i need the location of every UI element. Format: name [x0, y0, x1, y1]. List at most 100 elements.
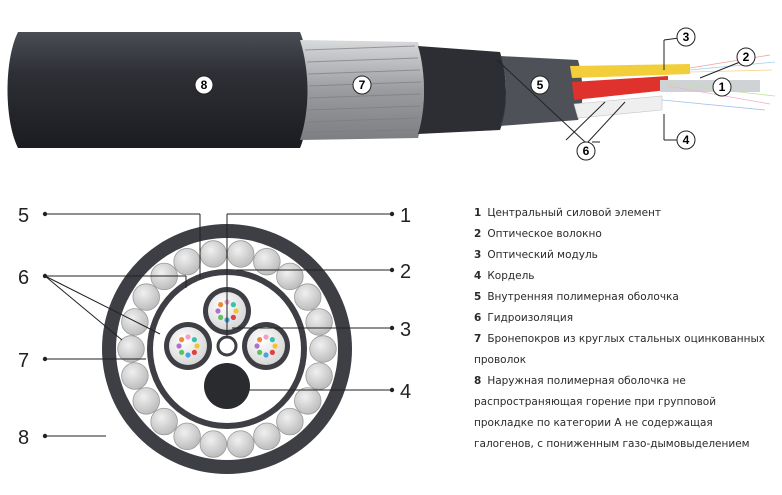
cs-label-2: 2: [400, 261, 411, 283]
fiber: [269, 337, 275, 343]
cs-label-5: 5: [18, 205, 29, 227]
armor-wire: [276, 262, 304, 291]
legend-text: Внутренняя полимерная оболочка: [487, 291, 679, 303]
legend-number: 1: [474, 207, 482, 219]
fiber: [263, 352, 269, 358]
cs-label-1: 1: [400, 205, 411, 227]
legend-text: галогенов, с пониженным газо-дымовыделен…: [474, 438, 750, 450]
fiber: [233, 308, 239, 314]
callout-6-top-label: 6: [583, 144, 590, 158]
armor-wire: [173, 247, 201, 276]
callout-2-top: [736, 47, 756, 67]
legend-text: Бронепокров из круглых стальных оцинкова…: [487, 333, 766, 345]
fiber: [191, 349, 197, 355]
legend-item-4: 4 Кордель: [474, 266, 774, 287]
cable-cross-section: 5 6 7 8 1 2 3 4: [18, 205, 411, 474]
legend-item-8-continued: распространяющая горение при групповой: [474, 392, 774, 413]
callout-3-top-label: 3: [683, 30, 690, 44]
fiber: [179, 349, 185, 355]
cs-cordel: [204, 363, 250, 409]
fiber: [191, 337, 197, 343]
armor-wire: [117, 335, 145, 363]
legend-number: 8: [474, 375, 482, 387]
legend-number: 2: [474, 228, 482, 240]
callout-3-top: [676, 27, 696, 47]
cable-side-view: 8 7 5 6 3 2 1 4: [7, 27, 776, 161]
cs-label-4: 4: [400, 381, 411, 403]
armor-wire: [276, 407, 304, 436]
fiber: [194, 343, 200, 349]
armor-wire: [121, 308, 149, 336]
armor-wire: [121, 362, 149, 390]
yellow-module: [570, 64, 690, 78]
white-module: [573, 95, 663, 119]
fiber: [257, 337, 263, 343]
red-module: [572, 76, 668, 100]
armor-wire: [253, 247, 281, 276]
fiber: [272, 343, 278, 349]
armor-wire: [253, 422, 281, 451]
legend-item-1: 1 Центральный силовой элемент: [474, 203, 774, 224]
fiber: [230, 302, 236, 308]
legend-text: Кордель: [487, 270, 535, 282]
legend-text: Оптическое волокно: [487, 228, 602, 240]
cs-fibers: [176, 299, 278, 358]
legend-item-5: 5 Внутренняя полимерная оболочка: [474, 287, 774, 308]
legend-item-7-continued: проволок: [474, 350, 774, 371]
cs-leader-dots: [42, 211, 395, 439]
fiber: [215, 308, 221, 314]
callout-7-top-label: 7: [359, 78, 366, 92]
legend-number: 4: [474, 270, 482, 282]
callout-8-top-label: 8: [201, 78, 208, 92]
armor-wire: [132, 387, 160, 415]
armor-wire: [309, 335, 337, 363]
legend-text: Гидроизоляция: [487, 312, 574, 324]
cs-label-6: 6: [18, 267, 29, 289]
cs-module-left: [164, 322, 212, 370]
fiber: [263, 334, 269, 340]
fiber: [179, 337, 185, 343]
armor-wire: [132, 283, 160, 311]
callout-4-top: [676, 130, 696, 150]
callout-1-top: [712, 77, 732, 97]
callout-8-top: [194, 75, 214, 95]
armor-wire: [150, 407, 178, 436]
cs-label-8: 8: [18, 427, 29, 449]
cs-label-7: 7: [18, 350, 29, 372]
callout-6-top: [576, 141, 596, 161]
fiber: [218, 314, 224, 320]
cs-label-3: 3: [400, 319, 411, 341]
fiber: [254, 343, 260, 349]
legend-item-3: 3 Оптический модуль: [474, 245, 774, 266]
armor-wire: [294, 283, 322, 311]
legend-number: 5: [474, 291, 482, 303]
fiber: [176, 343, 182, 349]
legend-text: Центральный силовой элемент: [487, 207, 662, 219]
callout-5-top: [530, 75, 550, 95]
armor-wire: [294, 387, 322, 415]
legend-text: Оптический модуль: [487, 249, 598, 261]
armor-wire: [173, 422, 201, 451]
armor-wire: [305, 308, 333, 336]
fiber: [257, 349, 263, 355]
legend-item-8-continued: прокладке по категории А не содержащая: [474, 413, 774, 434]
central-member: [660, 80, 760, 92]
callout-1-top-label: 1: [719, 80, 726, 94]
callout-7-top: [352, 75, 372, 95]
inner-sheath: [418, 46, 506, 134]
fiber: [185, 334, 191, 340]
legend-item-2: 2 Оптическое волокно: [474, 224, 774, 245]
armor-wire: [199, 240, 228, 268]
cs-central-member: [216, 335, 238, 357]
armor-wire: [305, 362, 333, 390]
legend-text: распространяющая горение при групповой: [474, 396, 717, 408]
fiber: [269, 349, 275, 355]
legend-text: прокладке по категории А не содержащая: [474, 417, 713, 429]
legend: 1 Центральный силовой элемент 2 Оптическое …: [474, 203, 774, 455]
legend-item-8-continued: галогенов, с пониженным газо-дымовыделен…: [474, 434, 774, 455]
legend-number: 3: [474, 249, 482, 261]
cs-leader-lines: [44, 213, 392, 437]
